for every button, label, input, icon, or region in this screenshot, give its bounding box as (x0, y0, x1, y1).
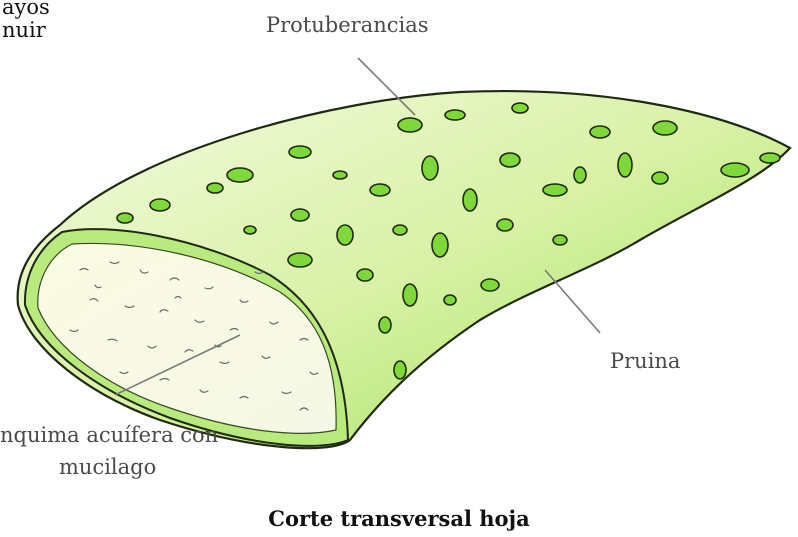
label-parenquima-line1: nquima acuífera con (0, 420, 218, 450)
label-parenquima-line2: mucilago (59, 452, 156, 482)
leader-pruina (545, 270, 600, 333)
label-pruina: Pruina (610, 346, 680, 376)
top-left-label-line2: nuir (2, 15, 46, 45)
figure-caption: Corte transversal hoja (0, 506, 798, 531)
label-protuberancias: Protuberancias (266, 10, 429, 40)
